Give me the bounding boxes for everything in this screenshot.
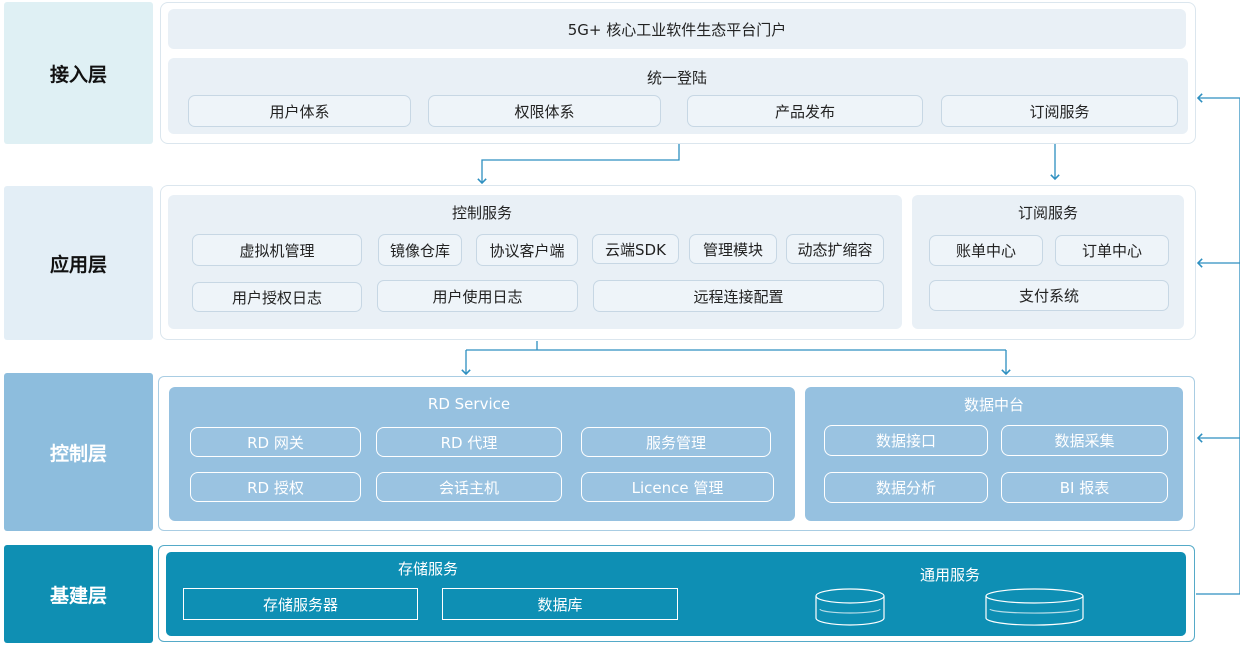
permission-system-item: 权限体系 <box>428 95 661 127</box>
feedback-bus-line <box>1196 98 1240 595</box>
data-platform-panel <box>805 387 1183 521</box>
data-analysis-item: 数据分析 <box>824 472 988 503</box>
user-system-item: 用户体系 <box>188 95 411 127</box>
rd-gateway-item: RD 网关 <box>190 427 361 457</box>
data-platform-title: 数据中台 <box>963 395 1024 414</box>
order-center-item: 订单中心 <box>1055 235 1169 266</box>
application-layer-label: 应用层 <box>4 186 153 340</box>
database-item: 数据库 <box>442 588 678 620</box>
control-layer-label: 控制层 <box>4 373 153 531</box>
subscription-title: 订阅服务 <box>1017 203 1078 222</box>
user-usage-log-item: 用户使用日志 <box>377 280 578 312</box>
cylinder-icon <box>815 588 885 626</box>
data-interface-item: 数据接口 <box>824 425 988 456</box>
bi-report-item: BI 报表 <box>1001 472 1168 503</box>
storage-service-title: 存储服务 <box>397 559 458 578</box>
infrastructure-layer-label: 基建层 <box>4 545 153 643</box>
unified-login-title: 统一登陆 <box>646 68 707 87</box>
product-release-item: 产品发布 <box>687 95 923 127</box>
user-auth-log-item: 用户授权日志 <box>192 282 362 312</box>
billing-center-item: 账单中心 <box>929 235 1043 266</box>
storage-server-item: 存储服务器 <box>183 588 418 620</box>
control-service-title: 控制服务 <box>451 203 512 222</box>
infrastructure-panel <box>166 552 1186 636</box>
protocol-client-item: 协议客户端 <box>476 234 578 266</box>
rd-proxy-item: RD 代理 <box>376 427 562 457</box>
rd-authorization-item: RD 授权 <box>190 472 361 502</box>
image-repository-item: 镜像仓库 <box>378 234 462 266</box>
service-management-item: 服务管理 <box>581 427 771 457</box>
remote-connection-config-item: 远程连接配置 <box>593 280 884 312</box>
licence-management-item: Licence 管理 <box>581 472 774 502</box>
vm-management-item: 虚拟机管理 <box>192 234 362 266</box>
portal-banner: 5G+ 核心工业软件生态平台门户 <box>168 9 1186 49</box>
cylinder-icon <box>985 588 1084 626</box>
subscription-service-item: 订阅服务 <box>941 95 1178 127</box>
access-to-control-service-arrow <box>477 144 680 185</box>
data-collection-item: 数据采集 <box>1001 425 1168 456</box>
common-service-title: 通用服务 <box>919 565 980 584</box>
access-layer-label: 接入层 <box>4 2 153 144</box>
payment-system-item: 支付系统 <box>929 280 1169 311</box>
auto-scaling-item: 动态扩缩容 <box>786 234 884 264</box>
session-host-item: 会话主机 <box>376 472 562 502</box>
rd-service-panel <box>169 387 795 521</box>
rd-service-title: RD Service <box>427 395 511 413</box>
management-module-item: 管理模块 <box>689 234 777 264</box>
cloud-sdk-item: 云端SDK <box>592 234 679 264</box>
